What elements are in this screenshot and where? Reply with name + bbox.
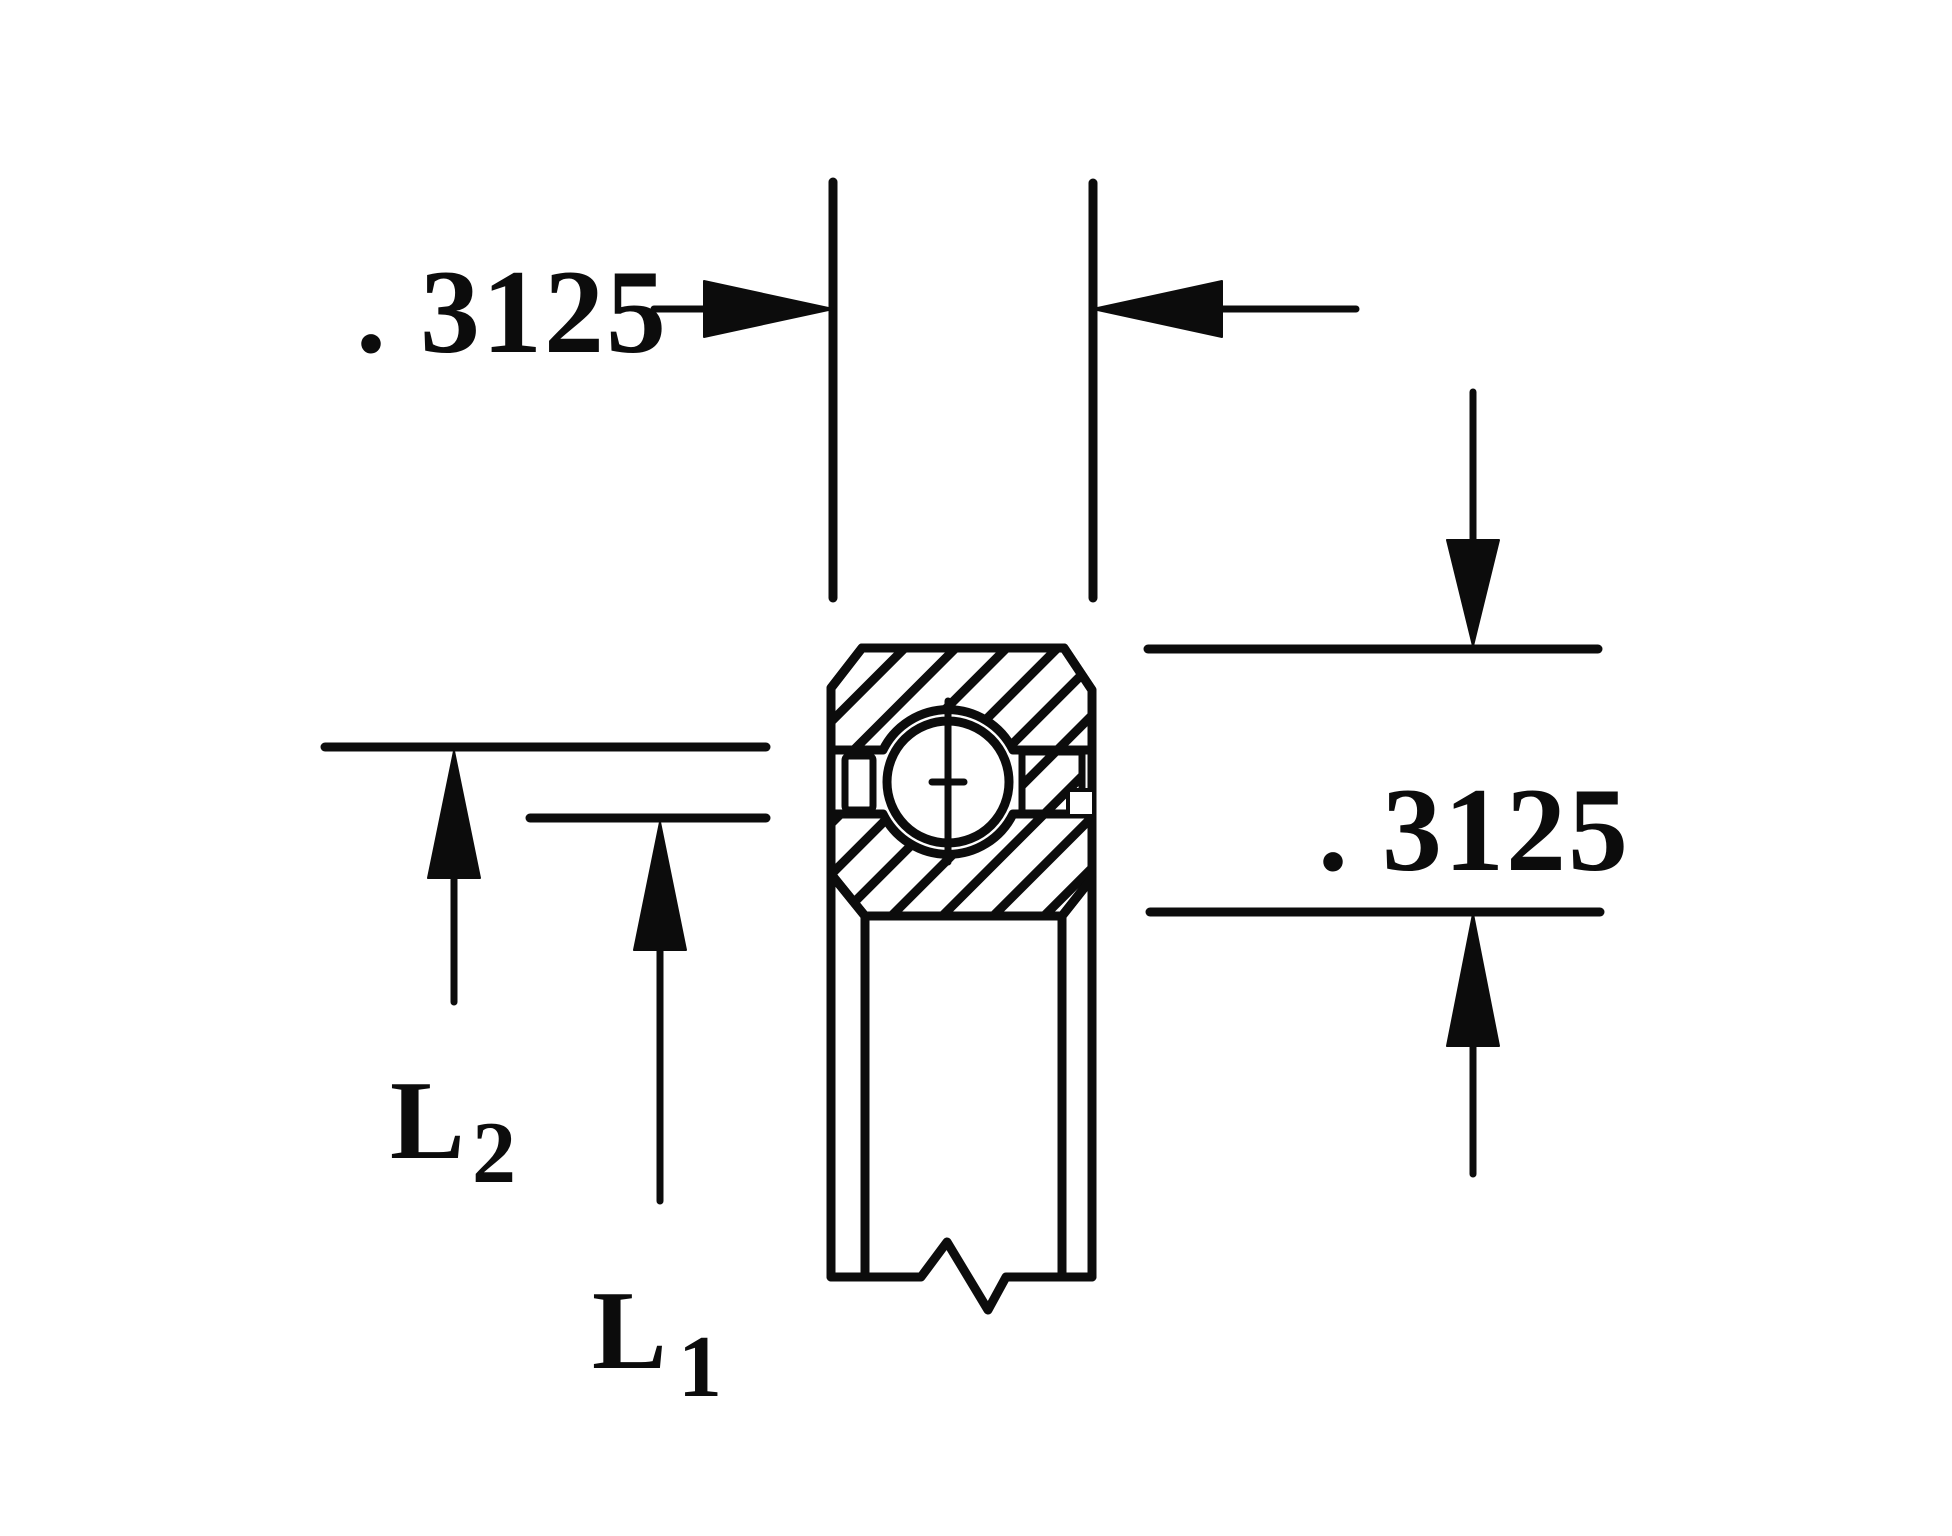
right-height-dimension-value: . 3125 [1318, 763, 1630, 896]
bearing-cross-section [826, 643, 1097, 921]
l2-arrow-up-icon [427, 750, 481, 879]
cage-right-section [1018, 748, 1086, 818]
l1-label: L [592, 1269, 667, 1393]
cage-right-notch [1066, 788, 1096, 818]
l1-dimension: L 1 [525, 813, 771, 1416]
l2-dimension: L 2 [320, 742, 771, 1202]
cage-left-section [841, 752, 877, 814]
arrow-down-icon [1446, 539, 1500, 647]
outer-ring-section [826, 643, 1097, 755]
l2-label: L [390, 1059, 465, 1183]
arrow-left-icon [1092, 280, 1223, 338]
l2-label-subscript: 2 [472, 1105, 516, 1202]
shaft-sleeve [826, 869, 1097, 1315]
l1-arrow-up-icon [633, 821, 687, 951]
arrow-right-icon [703, 280, 834, 338]
top-width-dimension: . 3125 [356, 177, 1360, 603]
break-line [826, 1237, 1097, 1315]
top-width-dimension-value: . 3125 [356, 245, 668, 378]
arrow-up-icon [1446, 913, 1500, 1047]
right-height-dimension: . 3125 [1143, 388, 1630, 1178]
l1-label-subscript: 1 [678, 1319, 722, 1416]
